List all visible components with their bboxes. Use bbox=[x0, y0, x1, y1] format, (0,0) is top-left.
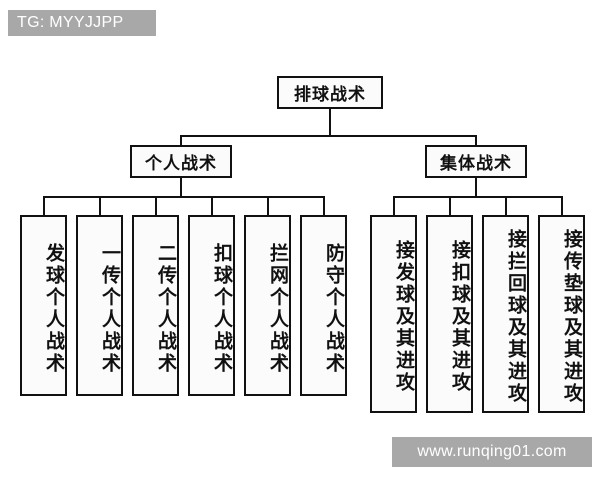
node-leaf-spike-individual[interactable]: 扣球个人战术 bbox=[188, 215, 235, 396]
connector-individual-drop-6 bbox=[323, 196, 325, 216]
connector-level2-drop-left bbox=[180, 135, 182, 146]
connector-individual-drop-5 bbox=[267, 196, 269, 216]
node-individual-tactics[interactable]: 个人战术 bbox=[130, 145, 232, 178]
connector-team-drop-4 bbox=[561, 196, 563, 216]
connector-team-drop-2 bbox=[449, 196, 451, 216]
connector-team-drop-3 bbox=[505, 196, 507, 216]
connector-team-drop-1 bbox=[393, 196, 395, 216]
node-leaf-serve-receive-attack[interactable]: 接发球及其进攻 bbox=[370, 215, 417, 413]
node-leaf-serve-individual[interactable]: 发球个人战术 bbox=[20, 215, 67, 396]
connector-team-bus bbox=[393, 196, 562, 198]
connector-team-stem bbox=[475, 177, 477, 197]
node-leaf-first-pass-individual[interactable]: 一传个人战术 bbox=[76, 215, 123, 396]
watermark-bottom-right: www.runqing01.com bbox=[392, 437, 592, 467]
watermark-top-left: TG: MYYJJPP bbox=[8, 10, 156, 36]
connector-individual-drop-1 bbox=[43, 196, 45, 216]
node-leaf-spike-receive-attack[interactable]: 接扣球及其进攻 bbox=[426, 215, 473, 413]
connector-root-stem bbox=[329, 108, 331, 136]
connector-individual-drop-4 bbox=[211, 196, 213, 216]
node-root[interactable]: 排球战术 bbox=[277, 76, 383, 109]
node-leaf-block-individual[interactable]: 拦网个人战术 bbox=[244, 215, 291, 396]
node-leaf-setting-individual[interactable]: 二传个人战术 bbox=[132, 215, 179, 396]
node-leaf-defense-individual[interactable]: 防守个人战术 bbox=[300, 215, 347, 396]
node-leaf-block-rebound-attack[interactable]: 接拦回球及其进攻 bbox=[482, 215, 529, 413]
connector-individual-bus bbox=[43, 196, 324, 198]
connector-individual-stem bbox=[180, 177, 182, 197]
node-team-tactics[interactable]: 集体战术 bbox=[425, 145, 527, 178]
connector-level2-bus bbox=[180, 135, 476, 137]
node-leaf-pass-dig-attack[interactable]: 接传垫球及其进攻 bbox=[538, 215, 585, 413]
connector-level2-drop-right bbox=[475, 135, 477, 146]
connector-individual-drop-2 bbox=[99, 196, 101, 216]
connector-individual-drop-3 bbox=[155, 196, 157, 216]
